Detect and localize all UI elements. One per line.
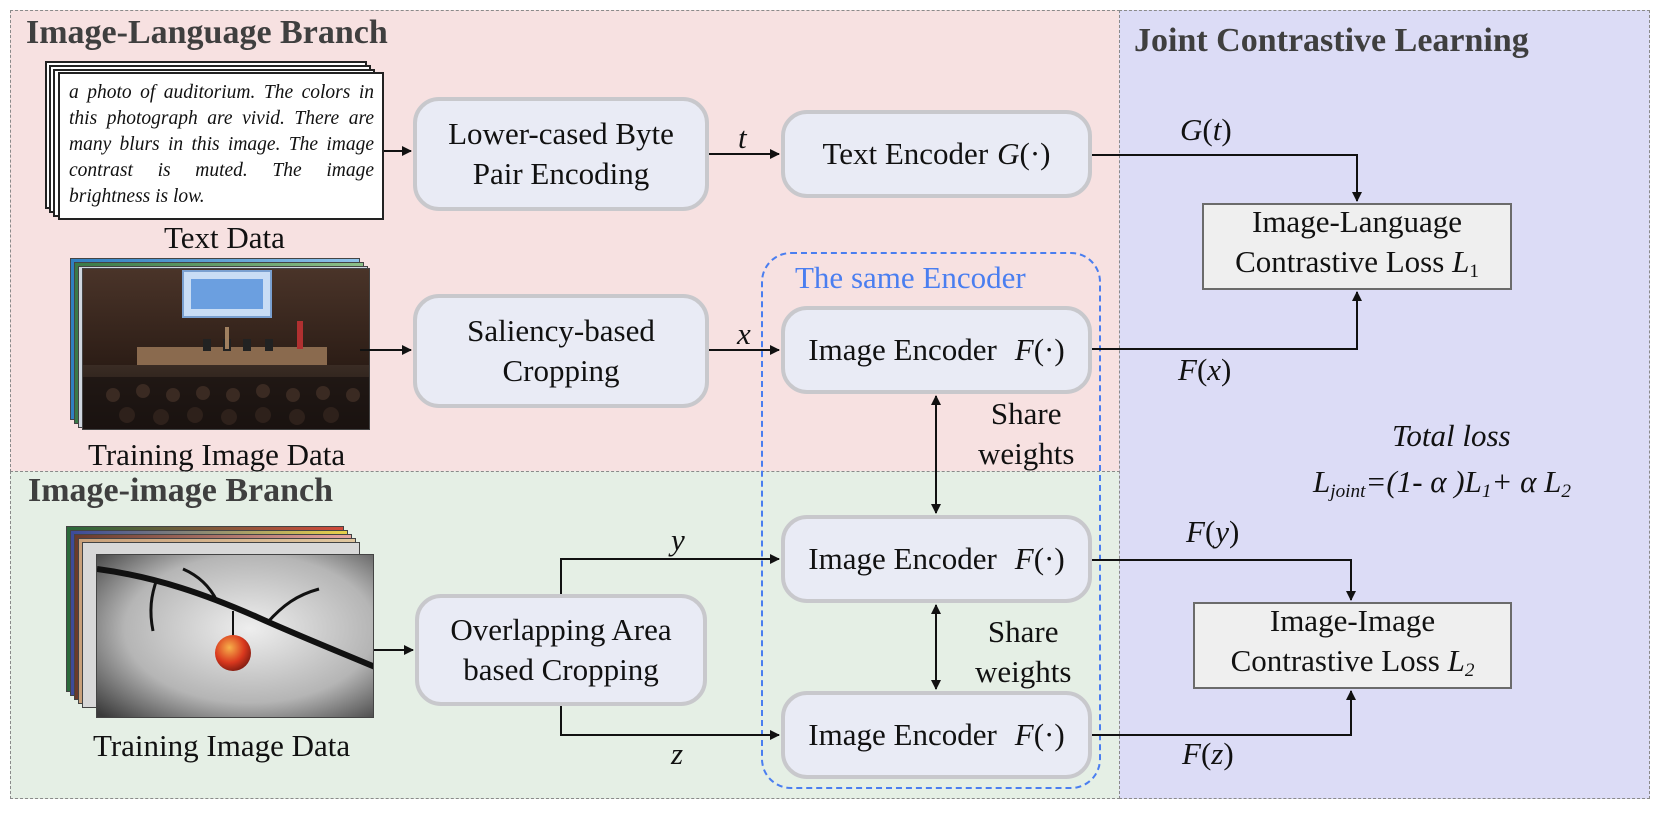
image-encoder-fn: F(·) bbox=[1014, 541, 1065, 576]
saliency-cropping-box: Saliency-based Cropping bbox=[413, 294, 709, 408]
share-line2: weights bbox=[978, 436, 1075, 471]
training-image-data-label-bottom: Training Image Data bbox=[93, 728, 351, 763]
share-line2: weights bbox=[975, 654, 1072, 689]
image-encoder-box-z: Image Encoder F(·) bbox=[781, 691, 1092, 779]
var-x: x bbox=[737, 316, 751, 351]
var-fy: F(y) bbox=[1186, 514, 1240, 549]
il-loss-sub: 1 bbox=[1469, 260, 1479, 282]
bpe-box: Lower-cased Byte Pair Encoding bbox=[413, 97, 709, 211]
image-encoder-fn: F(·) bbox=[1014, 332, 1065, 367]
total-loss-term-a-sub: 1 bbox=[1481, 480, 1492, 502]
bpe-line1: Lower-cased Byte bbox=[448, 116, 674, 151]
document-page: a photo of auditorium. The colors in thi… bbox=[58, 72, 384, 220]
saliency-line1: Saliency-based bbox=[467, 313, 655, 348]
same-encoder-group bbox=[761, 252, 1101, 789]
text-data-label: Text Data bbox=[164, 220, 285, 255]
share-weights-label-top: Share weights bbox=[978, 394, 1074, 474]
same-encoder-label: The same Encoder bbox=[795, 260, 1026, 295]
bpe-line2: Pair Encoding bbox=[472, 156, 650, 191]
share-weights-label-bottom: Share weights bbox=[975, 612, 1071, 692]
image-encoder-box-x: Image Encoder F(·) bbox=[781, 306, 1092, 394]
image-language-loss-box: Image-Language Contrastive Loss L1 bbox=[1202, 203, 1512, 290]
ii-loss-text: Contrastive Loss bbox=[1230, 642, 1440, 678]
total-loss-lhs: L bbox=[1313, 464, 1331, 499]
image-encoder-label: Image Encoder bbox=[808, 717, 997, 752]
training-image-data-label-top: Training Image Data bbox=[88, 437, 346, 472]
joint-learning-title: Joint Contrastive Learning bbox=[1134, 22, 1529, 59]
il-loss-line2: Contrastive Loss L1 bbox=[1235, 242, 1479, 292]
auditorium-photo bbox=[82, 268, 370, 430]
total-loss-lhs-sub: joint bbox=[1330, 480, 1366, 502]
total-loss-label: Total loss bbox=[1392, 418, 1511, 453]
arrow-fx-to-il-loss bbox=[1092, 291, 1362, 350]
text-encoder-fn: G(·) bbox=[997, 136, 1051, 171]
ii-loss-symbol: L bbox=[1447, 642, 1465, 678]
var-t: t bbox=[738, 120, 747, 155]
arrow-overlap-to-encoder-z bbox=[560, 706, 780, 740]
ii-loss-sub: 2 bbox=[1464, 659, 1475, 681]
ii-loss-line2: Contrastive Loss L2 bbox=[1231, 641, 1475, 691]
text-data-caption: a photo of auditorium. The colors in thi… bbox=[69, 82, 374, 207]
saliency-line2: Cropping bbox=[502, 353, 620, 388]
total-loss-formula: Ljoint=(1- α )L1+ α L2 bbox=[1313, 464, 1571, 510]
total-loss-term-a: =(1- α )L bbox=[1365, 464, 1482, 499]
share-line1: Share bbox=[990, 396, 1062, 431]
il-loss-text: Contrastive Loss bbox=[1235, 243, 1445, 279]
var-fx: F(x) bbox=[1178, 352, 1232, 387]
arrow-fy-to-ii-loss bbox=[1092, 559, 1356, 601]
share-line1: Share bbox=[987, 614, 1059, 649]
var-gt: G(t) bbox=[1180, 112, 1232, 147]
image-image-loss-box: Image-Image Contrastive Loss L2 bbox=[1193, 602, 1512, 689]
image-encoder-label: Image Encoder bbox=[808, 541, 997, 576]
overlap-line1: Overlapping Area bbox=[450, 612, 672, 647]
var-fz: F(z) bbox=[1182, 736, 1234, 771]
text-encoder-box: Text Encoder G(·) bbox=[781, 110, 1092, 198]
il-loss-symbol: L bbox=[1452, 243, 1470, 279]
total-loss-term-b: + α L bbox=[1491, 464, 1562, 499]
arrow-overlap-to-encoder-y bbox=[560, 554, 780, 594]
ii-loss-line1: Image-Image bbox=[1269, 602, 1436, 638]
image-encoder-label: Image Encoder bbox=[808, 332, 997, 367]
total-loss-term-b-sub: 2 bbox=[1561, 480, 1572, 502]
image-encoder-box-y: Image Encoder F(·) bbox=[781, 515, 1092, 603]
branch-fruit-photo bbox=[96, 554, 374, 718]
var-y: y bbox=[671, 522, 685, 557]
overlap-line2: based Cropping bbox=[463, 652, 659, 687]
arrow-fz-to-ii-loss bbox=[1092, 690, 1356, 736]
text-encoder-label: Text Encoder bbox=[822, 136, 989, 171]
var-z: z bbox=[671, 736, 684, 771]
il-loss-line1: Image-Language bbox=[1252, 203, 1462, 239]
image-image-branch-title: Image-image Branch bbox=[28, 472, 334, 509]
image-encoder-fn: F(·) bbox=[1014, 717, 1065, 752]
image-language-branch-title: Image-Language Branch bbox=[26, 14, 388, 51]
overlap-cropping-box: Overlapping Area based Cropping bbox=[415, 594, 707, 706]
arrow-gt-to-il-loss bbox=[1092, 154, 1362, 202]
